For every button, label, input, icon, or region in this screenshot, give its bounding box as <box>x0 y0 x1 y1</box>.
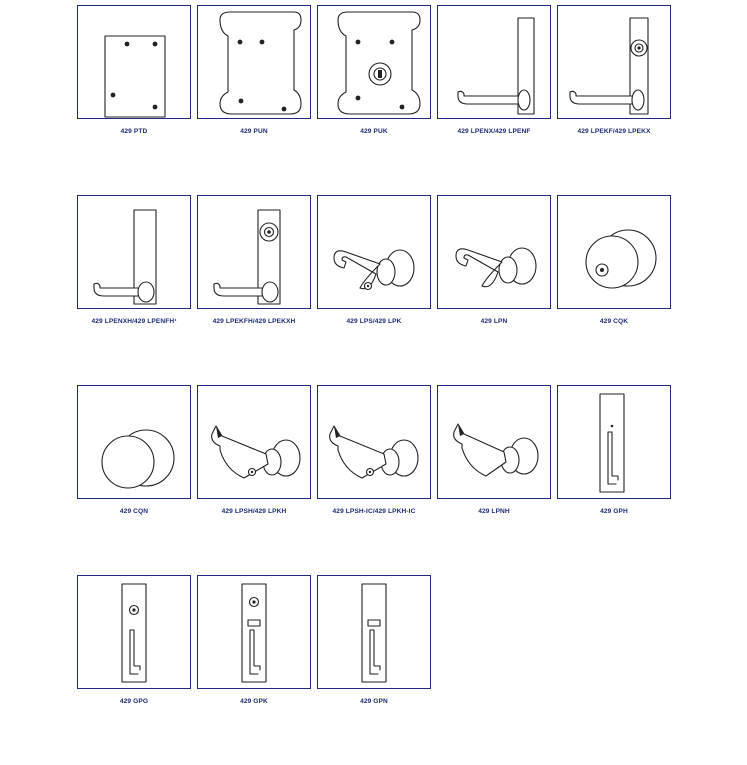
catalog-row-4: 429 GPG 429 GPK 429 GPN <box>77 575 671 765</box>
item-frame <box>557 5 671 119</box>
catalog-row-3: 429 CQN 429 LPSH/429 LPKH <box>77 385 671 575</box>
item-frame <box>557 385 671 499</box>
catalog-row-2: 429 LPENXH/429 LPENFH¹ 429 LPEKFH/429 LP… <box>77 195 671 385</box>
catalog-item: 429 LPENX/429 LPENF <box>437 5 551 135</box>
item-label: 429 CQN <box>119 508 149 515</box>
item-frame <box>197 575 311 689</box>
item-frame <box>77 5 191 119</box>
item-frame <box>437 5 551 119</box>
item-label: 429 LPENXH/429 LPENFH¹ <box>91 318 177 325</box>
catalog-item: 429 CQK <box>557 195 671 325</box>
item-frame <box>197 5 311 119</box>
item-frame <box>317 5 431 119</box>
catalog-item: 429 PUK <box>317 5 431 135</box>
catalog-row-1: 429 PTD 429 PUN <box>77 5 671 195</box>
item-label: 429 GPK <box>240 698 268 705</box>
lever-hook-icon <box>453 423 539 477</box>
catalog-item: 429 LPENXH/429 LPENFH¹ <box>77 195 191 325</box>
catalog-item: 429 LPNH <box>437 385 551 515</box>
catalog-item: 429 LPS/429 LPK <box>317 195 431 325</box>
item-frame <box>317 195 431 309</box>
grip-plate-thumb-icon <box>361 583 387 683</box>
item-label: 429 LPEKFH/429 LPEKXH <box>212 318 296 325</box>
lever-plate-icon <box>457 17 535 115</box>
item-label: 429 LPNH <box>478 508 510 515</box>
item-label: 429 GPN <box>360 698 388 705</box>
catalog-item: 429 LPN <box>437 195 551 325</box>
item-frame <box>557 195 671 309</box>
item-label: 429 PUN <box>240 128 268 135</box>
catalog-item: 429 GPN <box>317 575 431 705</box>
pull-plate-cylinder-icon <box>337 11 421 115</box>
lever-tall-plate-cylinder-icon <box>213 209 281 305</box>
grip-plate-icon <box>599 393 625 493</box>
item-label: 429 LPSH/429 LPKH <box>221 508 287 515</box>
trim-catalog-grid: 429 PTD 429 PUN <box>77 5 671 765</box>
catalog-item: 429 GPK <box>197 575 311 705</box>
item-frame <box>317 385 431 499</box>
item-frame <box>77 195 191 309</box>
lever-hook-ic-icon <box>329 425 419 479</box>
catalog-item: 429 LPSH/429 LPKH <box>197 385 311 515</box>
item-frame <box>197 195 311 309</box>
item-label: 429 LPSH-IC/429 LPKH-IC <box>332 508 416 515</box>
lever-plate-cylinder-icon <box>569 17 649 115</box>
item-frame <box>197 385 311 499</box>
catalog-item: 429 CQN <box>77 385 191 515</box>
item-label: 429 GPH <box>600 508 628 515</box>
lever-rose-icon <box>455 247 537 288</box>
catalog-item: 429 PTD <box>77 5 191 135</box>
item-frame <box>317 575 431 689</box>
item-label: 429 PTD <box>120 128 148 135</box>
item-label: 429 LPENX/429 LPENF <box>457 128 531 135</box>
item-label: 429 GPG <box>119 698 149 705</box>
lever-hook-cylinder-icon <box>211 425 301 479</box>
grip-plate-cylinder-thumb-icon <box>241 583 267 683</box>
item-frame <box>77 385 191 499</box>
item-frame <box>437 195 551 309</box>
knob-icon <box>101 429 175 489</box>
pull-plate-icon <box>219 11 302 115</box>
lever-tall-plate-icon <box>93 209 157 305</box>
item-label: 429 LPS/429 LPK <box>346 318 402 325</box>
knob-cylinder-icon <box>585 229 657 289</box>
catalog-item: 429 LPEKF/429 LPEKX <box>557 5 671 135</box>
item-label: 429 CQK <box>599 318 629 325</box>
item-frame <box>437 385 551 499</box>
flat-plate-icon <box>104 35 166 118</box>
item-frame <box>77 575 191 689</box>
grip-plate-cylinder-icon <box>121 583 147 683</box>
lever-rose-cylinder-icon <box>333 249 415 291</box>
item-label: 429 LPEKF/429 LPEKX <box>577 128 651 135</box>
catalog-item: 429 GPG <box>77 575 191 705</box>
item-label: 429 LPN <box>480 318 508 325</box>
item-label: 429 PUK <box>360 128 388 135</box>
catalog-item: 429 LPEKFH/429 LPEKXH <box>197 195 311 325</box>
catalog-item: 429 GPH <box>557 385 671 515</box>
catalog-item: 429 PUN <box>197 5 311 135</box>
catalog-item: 429 LPSH-IC/429 LPKH-IC <box>317 385 431 515</box>
